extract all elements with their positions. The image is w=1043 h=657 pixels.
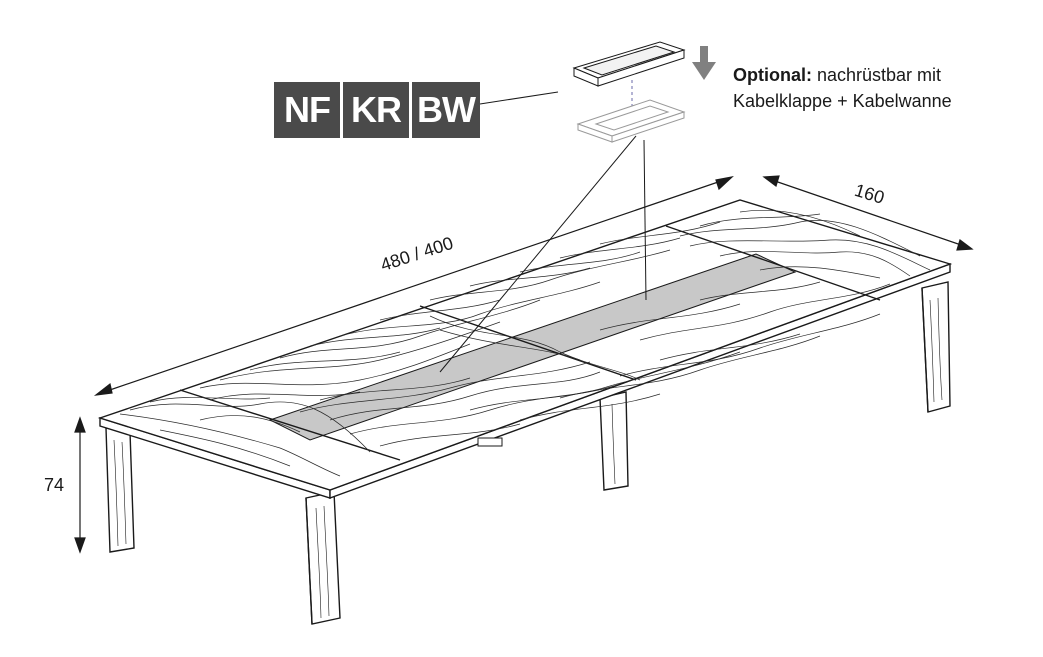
badge-kr: KR [343,82,409,138]
leg-middle [599,391,629,491]
cable-flap-icon [572,41,686,87]
optional-note: Optional: nachrüstbar mit Kabelklappe + … [733,62,952,114]
down-arrow-icon [692,46,716,80]
leg-front-left [105,427,135,553]
leg-back-right [921,281,951,413]
optional-note-line1-text: nachrüstbar mit [812,65,942,85]
arrowhead [74,537,86,554]
arrowhead [956,239,974,251]
arrowhead [762,175,780,187]
optional-label: Optional: [733,65,812,85]
dimension-lines [74,175,974,554]
badge-nf: NF [274,82,340,138]
table-top [97,199,953,500]
dimension-height-label: 74 [44,475,65,495]
wood-grain [119,209,931,477]
cable-channel [268,253,797,441]
arrowhead [74,416,86,433]
badge-bw: BW [412,82,480,138]
leader-lines [439,91,647,373]
optional-note-line1: Optional: nachrüstbar mit [733,62,952,88]
cable-tray-icon [576,99,686,143]
arrowhead [93,382,113,396]
optional-note-line2: Kabelklappe + Kabelwanne [733,91,952,111]
cable-accessories [572,41,716,143]
arrowhead [715,176,734,191]
